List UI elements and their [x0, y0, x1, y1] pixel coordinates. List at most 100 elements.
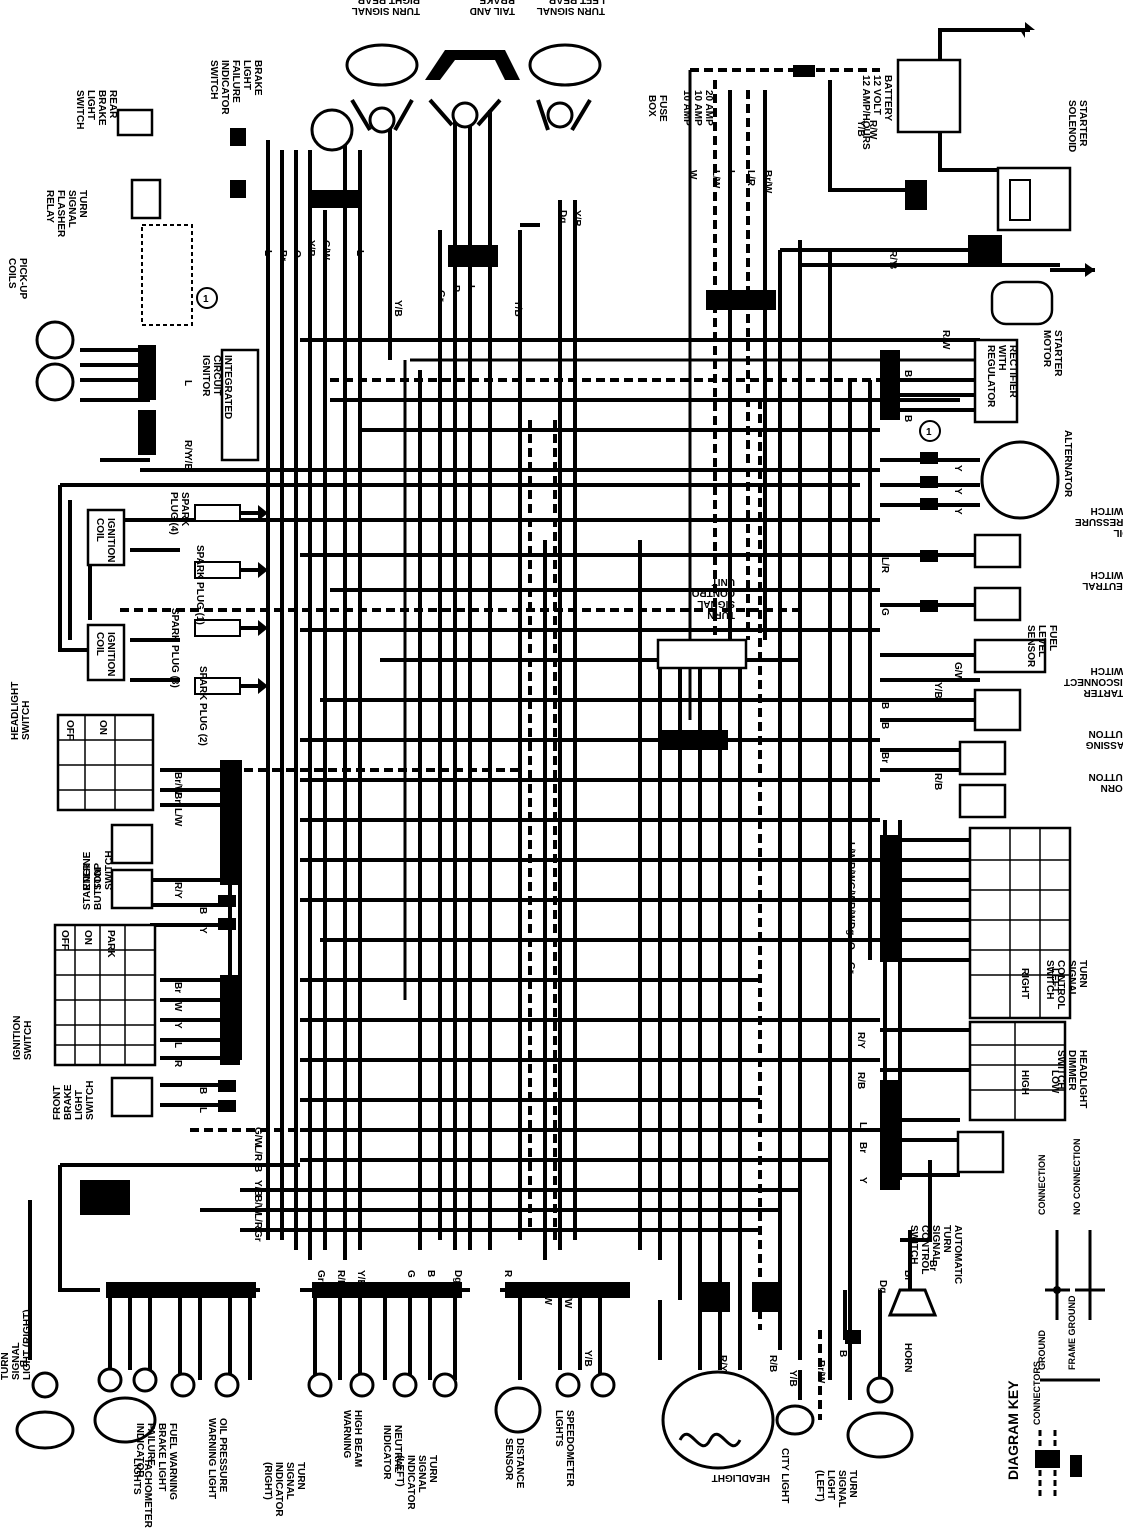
label-starter-solenoid: SOLENOID: [1066, 100, 1077, 152]
label-ic-ignitor: CIRCUIT: [211, 355, 222, 396]
label-neutral-switch: SWITCH: [1091, 569, 1123, 580]
label-oil-pressure-switch: OIL: [1113, 527, 1123, 538]
wire-code-top: W: [687, 170, 698, 180]
label-turn-signal-left: (LEFT): [814, 1470, 825, 1502]
wire-code-rectifier: Br: [902, 370, 913, 381]
diagram-key: [1035, 1230, 1105, 1500]
switch-position-ignition: PARK: [105, 930, 116, 958]
label-passing-button: PASSING: [1086, 739, 1123, 750]
label-high-beam-warning: WARNING: [341, 1410, 352, 1459]
switch-position-ignition: OFF: [59, 930, 70, 950]
wire-code-bottom: G: [405, 1270, 416, 1278]
label-battery: 12 VOLT: [871, 75, 882, 115]
wire-code-top: R/W: [867, 120, 878, 140]
label-pickup-coils: COILS: [6, 258, 17, 289]
label-turn-signal-right: TURN: [0, 1352, 11, 1380]
key-item: CONNECTORS: [1032, 1361, 1042, 1425]
label-starter-button: BUTTON: [93, 869, 104, 910]
label-front-brake-switch: SWITCH: [85, 1081, 96, 1120]
label-tachometer-lights: LIGHTS: [131, 1458, 142, 1495]
wire-code-bottom: Br/W: [815, 1360, 826, 1384]
label-starter-motor: MOTOR: [1041, 330, 1052, 368]
label-ic-ignitor: INTEGRATED: [222, 355, 233, 419]
wire-code-top: Dg: [557, 210, 568, 223]
wire-code-top: Y/B: [512, 300, 523, 317]
label-ignition-switch: IGNITION: [12, 1016, 23, 1060]
label-headlight-dimmer: HEADLIGHT: [1077, 1050, 1088, 1108]
wire-code-right-side: Y/B: [932, 682, 943, 699]
label-turn-indicator-right: TURN: [295, 1462, 306, 1490]
label-fuel-level-sensor: FUEL: [1047, 625, 1058, 651]
label-flasher-relay: RELAY: [44, 190, 55, 223]
wire-code-left-side: Br: [172, 792, 183, 803]
key-item: GROUND: [1037, 1330, 1047, 1370]
switch-position-dimmer: HIGH: [1019, 1070, 1030, 1095]
wire-code-top: R: [450, 285, 461, 293]
wire-code-left-side: Br: [172, 982, 183, 993]
wire-code-top: L: [725, 170, 736, 176]
wire-code-bottom: Y/B: [582, 1350, 593, 1367]
label-starter-solenoid: STARTER: [1077, 100, 1088, 147]
wire-code-ignitor: R/Y: [182, 440, 193, 457]
label-turn-signal-right-rear: TURN SIGNAL: [352, 5, 420, 16]
label-oil-pressure-switch: PRESSURE: [1075, 516, 1123, 527]
wire-code-top: G/W: [320, 240, 331, 261]
switch-position-dimmer: LOW: [1049, 1070, 1060, 1094]
switch-position-headlight: OFF: [64, 720, 75, 740]
wire-code-bottom: R/B: [335, 1270, 346, 1287]
left-switches: [53, 713, 157, 1118]
switch-position-headlight: ON: [97, 720, 108, 735]
label-turn-indicator-left: SIGNAL: [416, 1455, 427, 1493]
label-ignition-coil-2: IGNITION: [105, 632, 116, 676]
label-fuel-warning: INDICATOR: [134, 1423, 145, 1478]
label-fuse-ratings: 10 AMP: [681, 90, 692, 126]
label-fuse-box: FUSE: [657, 95, 668, 122]
wire-code-rectifier: Y: [952, 508, 963, 515]
wire-code-right-side: L/W: [845, 842, 856, 861]
spark-plugs: [194, 504, 268, 695]
wire-code-left-side: B: [197, 1087, 208, 1094]
wire-code-left-side: L: [172, 1042, 183, 1048]
wire-code-ignitor: L: [182, 380, 193, 386]
callouts: 1 1: [196, 287, 941, 442]
label-auto-turn-signal: SWITCH: [908, 1225, 919, 1264]
label-engine-stop-switch: SWITCH: [104, 851, 115, 890]
wire-code-left-side: Y/B: [252, 1180, 263, 1197]
wire-code-right-side: R/W: [845, 862, 856, 882]
wire-code-bottom: Dg: [452, 1270, 463, 1283]
wire-code-bottom: B: [17, 1360, 28, 1367]
label-ignition-coil-2: COIL: [94, 632, 105, 656]
wire-code-right-side: L: [857, 1122, 868, 1128]
label-horn: HORN: [902, 1343, 913, 1372]
label-auto-turn-signal: CONTROL: [919, 1225, 930, 1274]
key-item: FRAME GROUND: [1067, 1295, 1077, 1370]
switch-position-turn_signal: LEFT: [1049, 968, 1060, 993]
label-ignition-coil-1: IGNITION: [105, 518, 116, 562]
label-turn-signal-control-switch: TURN: [1077, 960, 1088, 988]
wire-code-top: Br/W: [762, 170, 773, 194]
wire-code-right-side: R/W: [845, 902, 856, 922]
label-turn-indicator-left: INDICATOR: [405, 1455, 416, 1510]
wire-code-right-side: B: [879, 702, 890, 709]
label-battery: 12 AMP/HOURS: [860, 75, 871, 150]
wire-code-left-side: B: [197, 907, 208, 914]
wire-code-left-side: Br/W: [172, 772, 183, 796]
label-front-brake-switch: LIGHT: [74, 1090, 85, 1120]
label-brake-failure-switch: FAILURE: [230, 60, 241, 103]
wire-code-bottom: G/W: [542, 1285, 553, 1306]
label-rectifier: RECTIFIER: [1007, 345, 1018, 399]
wire-code-bottom: R/Y: [717, 1355, 728, 1372]
wire-code-left-side: R/Y: [172, 882, 183, 899]
wire-code-bottom: Br: [927, 1260, 938, 1271]
label-rear-brake-switch: LIGHT: [85, 90, 96, 120]
label-alternator: ALTERNATOR: [1062, 430, 1073, 498]
wire-code-right-side: R/B: [932, 773, 943, 790]
label-spark-plug-1: SPARK PLUG (1): [194, 545, 205, 625]
label-rear-brake-switch: REAR: [107, 90, 118, 119]
label-starter-disconnect: STARTER: [1083, 687, 1123, 698]
label-speedometer-lights: SPEEDOMETER: [564, 1410, 575, 1487]
label-starter-motor: STARTER: [1052, 330, 1063, 377]
wire-code-rectifier: B: [902, 415, 913, 422]
